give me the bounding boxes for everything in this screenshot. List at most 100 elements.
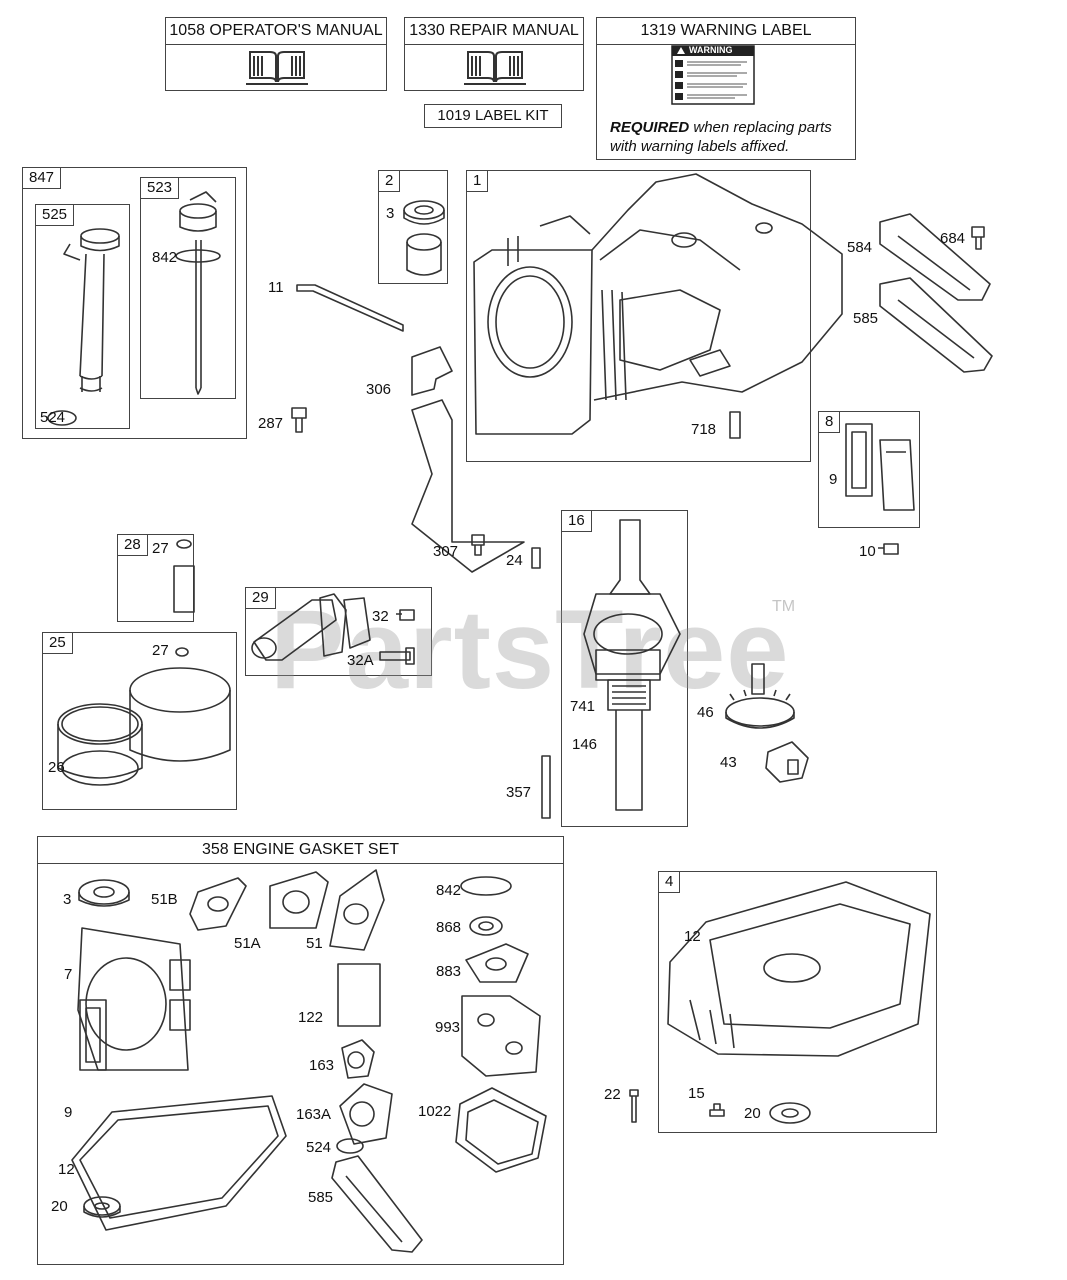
repair-manual-box[interactable]: 1330 REPAIR MANUAL (404, 17, 584, 91)
watermark-text: PartsTree (270, 587, 790, 712)
warning-label-title: 1319 WARNING LABEL (597, 18, 855, 45)
gasket-label-20: 20 (51, 1198, 68, 1215)
label-12-crankcase: 12 (684, 928, 701, 945)
label-24: 24 (506, 552, 523, 569)
engine-gasket-set-title: 358 ENGINE GASKET SET (38, 837, 563, 864)
connecting-rod-drawing (251, 593, 415, 665)
tag-25: 25 (42, 632, 73, 654)
gasket-label-7: 7 (64, 966, 73, 983)
bearing-drawing (403, 200, 445, 276)
box-523 (140, 177, 236, 399)
gasket-584-drawing (879, 213, 991, 301)
label-27-pin: 27 (152, 540, 169, 557)
label-22: 22 (604, 1086, 621, 1103)
label-842: 842 (152, 249, 178, 266)
screw-307-drawing (471, 534, 485, 556)
label-kit-box[interactable]: 1019 LABEL KIT (424, 104, 562, 128)
required-bold: REQUIRED (610, 119, 690, 136)
tube-11-drawing (296, 284, 404, 332)
required-note: REQUIRED when replacing parts with warni… (610, 118, 832, 156)
label-3: 3 (386, 205, 395, 222)
operators-manual-title: 1058 OPERATOR'S MANUAL (166, 18, 386, 45)
operators-manual-box[interactable]: 1058 OPERATOR'S MANUAL (165, 17, 387, 91)
cam-gear-drawing (725, 663, 795, 729)
tag-523: 523 (140, 177, 180, 199)
box-4 (658, 871, 937, 1133)
tag-29: 29 (245, 587, 276, 609)
label-741: 741 (570, 698, 596, 715)
tag-2: 2 (378, 170, 401, 192)
warning-word: WARNING (689, 45, 733, 55)
box-16 (561, 510, 688, 827)
tag-525: 525 (35, 204, 75, 226)
valve-cover-drawing (845, 423, 915, 511)
tag-8: 8 (818, 411, 841, 433)
label-357: 357 (506, 784, 532, 801)
gasket-label-12: 12 (58, 1161, 75, 1178)
gasket-label-842: 842 (436, 882, 462, 899)
warning-label-box[interactable]: 1319 WARNING LABEL WARNING (596, 17, 856, 160)
label-32a: 32A (347, 652, 374, 669)
key-357-drawing (541, 755, 551, 819)
label-146: 146 (572, 736, 598, 753)
bolt-22-drawing (629, 1089, 639, 1123)
tag-16: 16 (561, 510, 592, 532)
label-26: 26 (48, 759, 65, 776)
repair-manual-title: 1330 REPAIR MANUAL (405, 18, 583, 45)
gasket-label-585: 585 (308, 1189, 334, 1206)
label-9: 9 (829, 471, 838, 488)
box-29 (245, 587, 432, 676)
gasket-label-1022: 1022 (418, 1103, 452, 1120)
label-585: 585 (853, 310, 879, 327)
gasket-label-51b: 51B (151, 891, 178, 908)
key-24-drawing (531, 547, 541, 569)
gasket-585-drawing (879, 277, 993, 373)
label-584: 584 (847, 239, 873, 256)
tag-1: 1 (466, 170, 489, 192)
label-10: 10 (859, 543, 876, 560)
crankshaft-drawing (583, 519, 681, 811)
label-32: 32 (372, 608, 389, 625)
label-11: 11 (268, 279, 284, 296)
gasket-label-868: 868 (436, 919, 462, 936)
bolt-287-drawing (291, 407, 307, 433)
cylinder-block-drawing (473, 173, 843, 439)
label-287: 287 (258, 415, 284, 432)
required-line2: with warning labels affixed. (610, 138, 790, 155)
governor-43-drawing (765, 741, 809, 783)
dipstick-drawing (175, 191, 221, 395)
label-20-crankcase: 20 (744, 1105, 761, 1122)
label-46: 46 (697, 704, 714, 721)
gasket-label-163a: 163A (296, 1106, 332, 1123)
watermark-tm: TM (772, 598, 796, 615)
gasket-label-9: 9 (64, 1104, 73, 1121)
gasket-label-122: 122 (298, 1009, 324, 1026)
gasket-label-883: 883 (436, 963, 462, 980)
label-307: 307 (433, 543, 459, 560)
gasket-label-163: 163 (309, 1057, 335, 1074)
gasket-set-drawing (71, 869, 547, 1253)
label-27-piston: 27 (152, 642, 169, 659)
required-rest: when replacing parts (689, 119, 832, 136)
tag-847: 847 (22, 167, 62, 189)
piston-drawing (57, 647, 231, 786)
screw-684-drawing (971, 226, 985, 250)
book-icon (246, 51, 308, 85)
gasket-label-51a: 51A (234, 935, 261, 952)
tag-4: 4 (658, 871, 681, 893)
screw-10-drawing (878, 543, 899, 555)
baffle-306-drawing (411, 346, 525, 573)
label-43: 43 (720, 754, 737, 771)
dipstick-tube-drawing (47, 228, 120, 426)
label-15: 15 (688, 1085, 705, 1102)
gasket-label-51: 51 (306, 935, 323, 952)
book-icon (464, 51, 526, 85)
gasket-label-524: 524 (306, 1139, 332, 1156)
label-684: 684 (940, 230, 966, 247)
label-306: 306 (366, 381, 392, 398)
warning-sticker-icon (671, 45, 755, 105)
box-1 (466, 170, 811, 462)
label-524: 524 (40, 409, 66, 426)
piston-pin-drawing (173, 539, 195, 613)
